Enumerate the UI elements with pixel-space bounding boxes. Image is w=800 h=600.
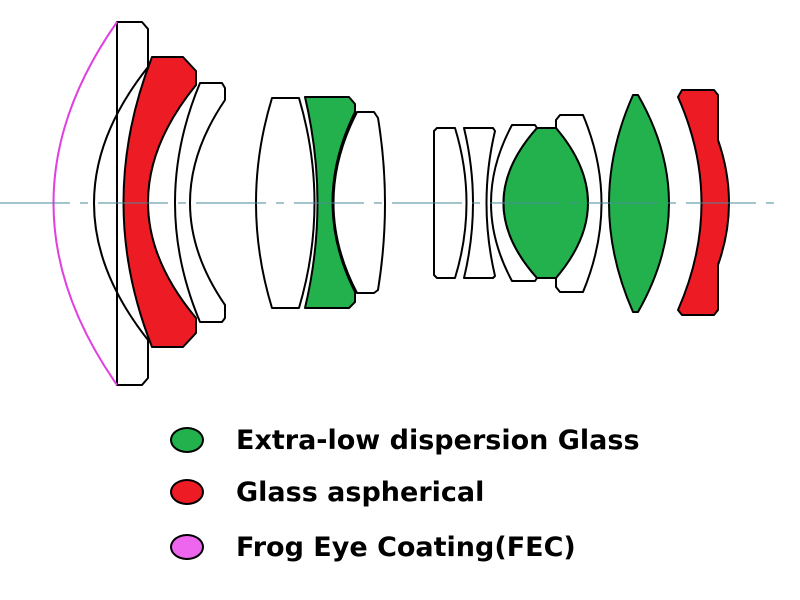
legend-item-aspherical: Glass aspherical [170, 472, 484, 512]
lens-element-4 [255, 97, 316, 309]
legend-label: Extra-low dispersion Glass [236, 424, 640, 456]
fec-swatch-icon [170, 534, 204, 560]
legend-label: Frog Eye Coating(FEC) [236, 531, 576, 563]
lens-element-3 [174, 82, 226, 323]
ed-glass-swatch-icon [170, 427, 204, 453]
lens-element-2-aspherical [122, 56, 197, 348]
aspherical-swatch-icon [170, 479, 204, 505]
legend-item-ed-glass: Extra-low dispersion Glass [170, 420, 640, 460]
legend-item-fec: Frog Eye Coating(FEC) [170, 527, 576, 567]
legend-label: Glass aspherical [236, 476, 485, 508]
